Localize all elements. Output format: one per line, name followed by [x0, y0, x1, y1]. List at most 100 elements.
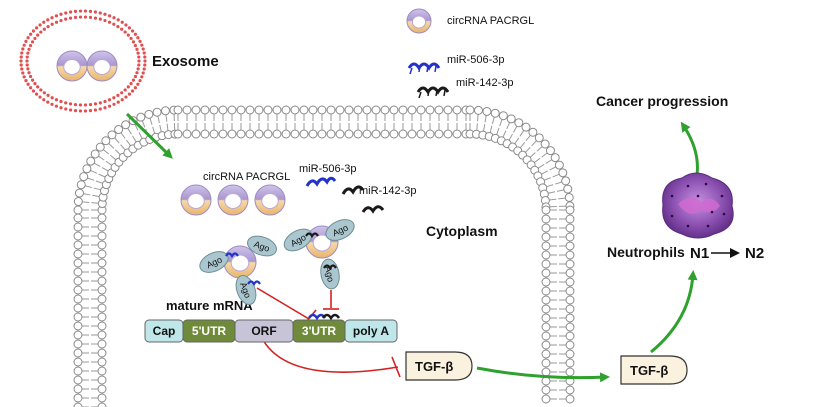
- exosome-dot: [22, 75, 26, 79]
- exosome-dot: [103, 106, 107, 110]
- exosome-dot: [64, 17, 68, 21]
- exosome-dot: [120, 98, 124, 102]
- granule: [710, 210, 714, 214]
- exosome-dot: [27, 71, 31, 75]
- exosome-dot: [64, 107, 68, 111]
- lipid-head: [565, 358, 575, 368]
- lipid-head: [541, 268, 551, 278]
- exosome-dot: [38, 23, 42, 27]
- granule: [704, 182, 708, 186]
- lipid-head: [565, 268, 575, 278]
- cytoplasm-label: Cytoplasm: [426, 223, 498, 239]
- exosome-dot: [140, 43, 144, 47]
- lipid-head: [554, 160, 564, 170]
- exosome-dot: [131, 78, 136, 82]
- lipid-head: [73, 366, 83, 376]
- exosome-circrna-1: [56, 50, 88, 82]
- lipid-head: [425, 105, 435, 115]
- exosome-dot: [24, 39, 28, 44]
- exosome-dot: [137, 63, 141, 67]
- mir142-free-icon-2: [361, 205, 385, 214]
- exosome-dot: [46, 100, 50, 104]
- lipid-head: [565, 331, 575, 341]
- exosome-dot: [112, 16, 116, 20]
- lipid-head: [173, 129, 183, 139]
- exosome-dot: [50, 16, 54, 20]
- exosome-dot: [116, 100, 120, 104]
- mirna-on-3utr: [307, 313, 341, 321]
- exosome-dot: [112, 102, 116, 106]
- exosome-dot: [50, 22, 54, 26]
- lipid-head: [97, 312, 107, 322]
- lipid-head: [73, 267, 83, 277]
- lipid-head: [380, 105, 390, 115]
- exosome-dot: [103, 12, 107, 16]
- lipid-head: [565, 214, 575, 224]
- exosome-dot: [103, 99, 107, 104]
- granule: [722, 212, 726, 216]
- exosome-dot: [129, 81, 133, 86]
- circrna-free-1: [180, 184, 212, 216]
- lipid-head: [245, 129, 255, 139]
- polya-segment-label: poly A: [353, 324, 390, 338]
- lipid-head: [490, 108, 500, 118]
- lipid-head: [97, 384, 107, 394]
- lipid-head: [107, 130, 117, 140]
- cap-segment: Cap: [144, 319, 184, 343]
- lipid-head: [97, 222, 107, 232]
- lipid-head: [76, 180, 86, 190]
- lipid-head: [308, 105, 318, 115]
- neutrophils-label: Neutrophils: [607, 244, 685, 260]
- exosome-dot: [98, 11, 102, 15]
- lipid-head: [218, 129, 228, 139]
- legend-circrna-icon: [406, 8, 432, 34]
- circrna-rings: [56, 8, 432, 279]
- free-mirnas: [305, 176, 385, 214]
- exosome-dot: [138, 78, 142, 83]
- exosome-dot: [136, 82, 140, 86]
- lipid-head: [121, 120, 131, 130]
- exosome-dot: [112, 22, 116, 26]
- exosome-dot: [136, 67, 140, 71]
- lipid-head: [565, 223, 575, 233]
- exosome-dot: [143, 59, 147, 63]
- exosome-dot: [93, 16, 98, 20]
- lipid-head: [317, 105, 327, 115]
- exosome-dot: [26, 67, 30, 71]
- exosome-dot: [88, 103, 93, 107]
- exosome-dot: [98, 101, 102, 105]
- exosome-dot: [26, 82, 30, 86]
- lipid-head: [97, 267, 107, 277]
- lipid-head: [541, 214, 551, 224]
- exosome-dot: [27, 47, 31, 51]
- lipid-head: [407, 105, 417, 115]
- lipid-head: [97, 339, 107, 349]
- exosome-dot: [116, 18, 120, 22]
- lipid-head: [434, 105, 444, 115]
- lipid-head: [97, 231, 107, 241]
- lipid-head: [452, 105, 462, 115]
- lipid-head: [528, 127, 538, 137]
- lipid-head: [73, 330, 83, 340]
- lipid-head: [371, 129, 381, 139]
- lipid-head: [389, 129, 399, 139]
- exosome-dot: [39, 30, 43, 34]
- exosome-dot: [141, 47, 145, 51]
- exosome-membrane: [19, 9, 147, 113]
- lipid-head: [73, 205, 83, 215]
- lipid-head: [465, 105, 475, 115]
- lipid-head: [272, 129, 282, 139]
- lipid-head: [97, 357, 107, 367]
- exosome-dot: [137, 59, 141, 63]
- granule: [696, 194, 700, 198]
- exosome-dot: [25, 63, 29, 67]
- mir142-bound-icon: [321, 313, 341, 321]
- lipid-head: [389, 105, 399, 115]
- lipid-head: [254, 105, 264, 115]
- lipid-head: [565, 259, 575, 269]
- lipid-head: [541, 223, 551, 233]
- lipid-head: [308, 129, 318, 139]
- exosome-dot: [64, 101, 68, 105]
